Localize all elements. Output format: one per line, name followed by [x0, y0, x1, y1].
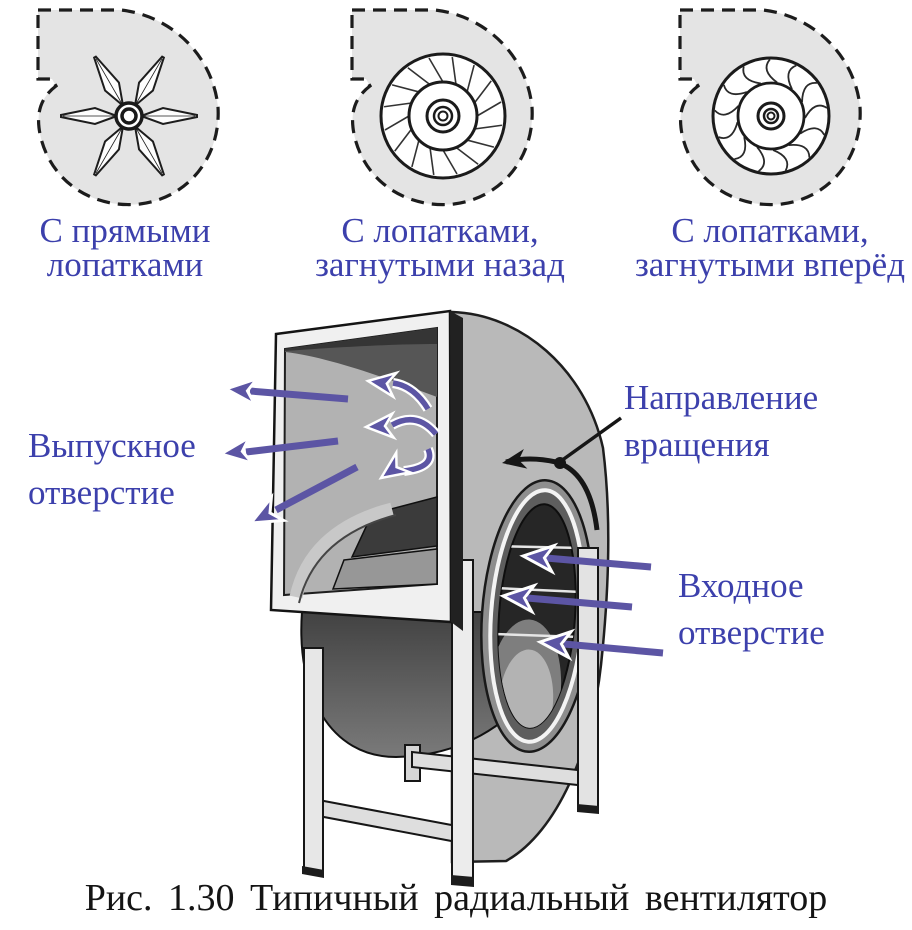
- inlet-label: Входное отверстие: [678, 566, 825, 652]
- stand-leg-back-left: [303, 647, 324, 873]
- outlet-label: Выпускное отверстие: [28, 426, 196, 512]
- straight-blade-wheel: [60, 55, 198, 177]
- rotation-pointer-line: [559, 416, 623, 463]
- rotation-label: Направление вращения: [624, 378, 819, 464]
- forward-curved-label: С лопатками, загнутыми вперёд: [634, 211, 906, 284]
- backward-curved-label: С лопатками, загнутыми назад: [315, 211, 565, 284]
- forward-curved-impeller-icon: [678, 8, 862, 207]
- straight-blades-impeller-icon: [36, 8, 220, 207]
- forward-curved-wheel: [711, 56, 831, 176]
- straight-blades-label: С прямыми лопатками: [39, 211, 211, 284]
- outlet-flow-arrows: [217, 370, 440, 525]
- stand-cross-beam-left: [307, 796, 463, 845]
- impeller-rim: [289, 502, 394, 599]
- stand-leg-right: [577, 547, 599, 808]
- backward-curved-wheel: [379, 52, 507, 180]
- backward-curved-impeller-icon: [350, 8, 534, 207]
- rotation-arrow: [502, 416, 623, 531]
- outlet-duct: [269, 309, 463, 631]
- impeller-blade-visible: [350, 496, 438, 558]
- inlet-flow-arrows: [499, 542, 664, 662]
- figure-caption: Рис. 1.30 Типичный радиальный вентилятор: [84, 877, 828, 919]
- support-stand: [302, 547, 599, 887]
